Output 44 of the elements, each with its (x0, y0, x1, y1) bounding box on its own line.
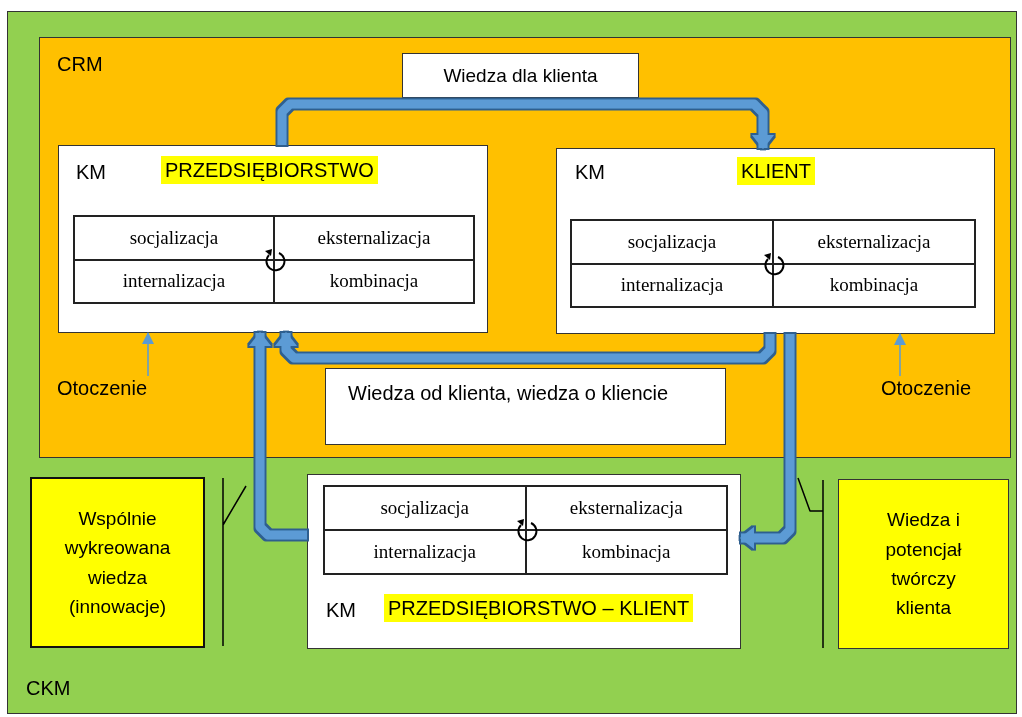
block-arrow (740, 334, 795, 549)
table-cell: socjalizacja (74, 216, 274, 260)
highlighted-heading: PRZEDSIĘBIORSTWO – KLIENT (384, 594, 694, 622)
table-cell: internalizacja (571, 263, 773, 307)
box-label: KM (76, 160, 106, 184)
knowledge-table (570, 219, 976, 308)
table-cell: eksternalizacja (773, 220, 975, 264)
box-text: Wspólnie wykreowana wiedza (innowacje) (63, 506, 172, 619)
box-label: CRM (57, 52, 103, 76)
process-box (556, 148, 995, 334)
leader-line (797, 477, 824, 649)
table-cell: socjalizacja (324, 486, 526, 530)
knowledge-table (323, 485, 728, 575)
box-label: KM (575, 160, 605, 184)
table-cell: kombinacja (773, 263, 975, 307)
highlighted-heading: KLIENT (737, 157, 816, 185)
box-text: Wiedza i potencjał twórczy klienta (884, 508, 963, 621)
arrow (894, 333, 906, 377)
table-cell: eksternalizacja (274, 216, 474, 260)
table-cell: internalizacja (74, 259, 274, 303)
note-box (30, 477, 205, 648)
table-cell: kombinacja (525, 530, 727, 574)
box-label: CKM (26, 676, 71, 700)
leader-line (222, 477, 247, 647)
box-text: Wiedza dla klienta (443, 63, 598, 88)
inner-region-panel (39, 37, 1011, 458)
outer-region-panel (7, 11, 1017, 714)
arrow (142, 332, 154, 377)
process-box (307, 474, 741, 649)
label-box (402, 53, 639, 98)
environment-label: Otoczenie (881, 376, 972, 400)
table-cell: internalizacja (324, 530, 526, 574)
box-label: KM (326, 598, 356, 622)
table-cell: eksternalizacja (525, 486, 727, 530)
knowledge-table (73, 215, 475, 304)
highlighted-heading: PRZEDSIĘBIORSTWO (161, 156, 378, 184)
note-box (838, 479, 1009, 649)
environment-label: Otoczenie (57, 376, 148, 400)
process-box (58, 145, 488, 333)
block-arrow (275, 332, 775, 363)
label-box (325, 368, 726, 445)
table-cell: socjalizacja (571, 220, 773, 264)
table-cell: kombinacja (274, 259, 474, 303)
box-label: Wiedza od klienta, wiedza o kliencie (348, 381, 669, 405)
